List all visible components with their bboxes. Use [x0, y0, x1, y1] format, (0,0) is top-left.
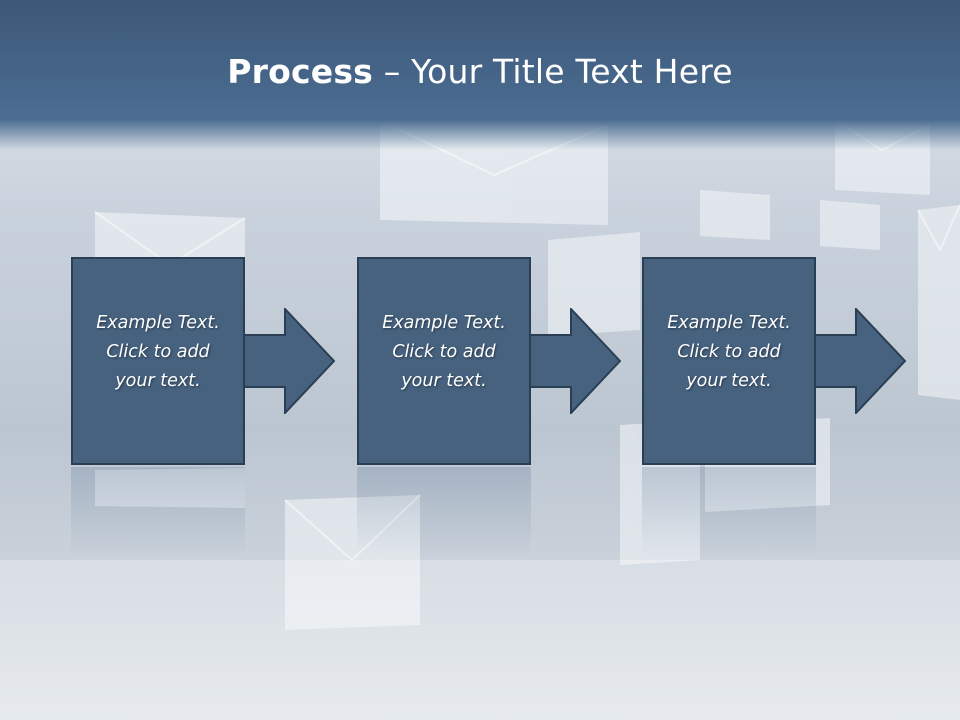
step-text-line: Example Text.: [667, 313, 791, 333]
step-box: [642, 257, 816, 465]
step-text: Example Text. Click to add your text.: [642, 309, 816, 396]
step-text-line: your text.: [401, 371, 487, 391]
step-reflection: [642, 467, 816, 557]
arrow-right-icon: [521, 308, 621, 414]
step-text-line: Click to add: [677, 342, 781, 362]
step-text: Example Text. Click to add your text.: [357, 309, 531, 396]
process-step-2[interactable]: Example Text. Click to add your text.: [357, 257, 531, 465]
title-bold: Process: [227, 52, 374, 91]
step-text-line: your text.: [686, 371, 772, 391]
step-box: [357, 257, 531, 465]
step-box: [71, 257, 245, 465]
arrow-right-icon: [235, 308, 335, 414]
arrow-right-icon: [806, 308, 906, 414]
slide-title[interactable]: Process – Your Title Text Here: [0, 52, 960, 91]
step-text-line: Click to add: [106, 342, 210, 362]
process-step-3[interactable]: Example Text. Click to add your text.: [642, 257, 816, 465]
step-text-line: Example Text.: [382, 313, 506, 333]
step-text-line: Example Text.: [96, 313, 220, 333]
process-step-1[interactable]: Example Text. Click to add your text.: [71, 257, 245, 465]
title-bar: [0, 0, 960, 150]
step-text-line: your text.: [115, 371, 201, 391]
step-reflection: [357, 467, 531, 557]
step-reflection: [71, 467, 245, 557]
step-text-line: Click to add: [392, 342, 496, 362]
title-rest: – Your Title Text Here: [373, 52, 733, 91]
step-text: Example Text. Click to add your text.: [71, 309, 245, 396]
